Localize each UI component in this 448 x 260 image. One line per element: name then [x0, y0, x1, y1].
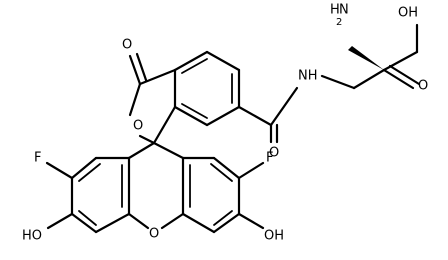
acid-carbonyl-oxygen-label: O: [418, 79, 428, 94]
right-xanthene-ring: [181, 156, 265, 234]
amine-nitrogen-label: N: [339, 3, 349, 18]
amine-subscript-label: 2: [336, 17, 342, 28]
xanthene-oxygen-bonds: [127, 212, 185, 230]
top-benzene-ring: [173, 50, 241, 127]
amide-linkage: [237, 23, 421, 144]
lactone-ring: [128, 52, 177, 145]
left-fluorine-label: F: [34, 151, 41, 166]
lactone-ring-oxygen-label: O: [133, 119, 143, 134]
right-hydroxyl-label: OH: [264, 229, 284, 244]
amine-hydrogen-label: H: [330, 3, 340, 18]
lactone-carbonyl-oxygen-label: O: [122, 38, 132, 53]
xanthene-oxygen-label: O: [149, 227, 159, 242]
amide-nh-label: NH: [298, 69, 318, 84]
amide-oxygen-label: O: [269, 146, 279, 161]
spiro-bonds: [127, 141, 185, 160]
acid-hydroxyl-label: OH: [398, 6, 418, 21]
right-fluorine-label: F: [266, 151, 273, 166]
left-xanthene-ring: [45, 156, 131, 234]
left-hydroxyl-label: HO: [22, 229, 42, 244]
